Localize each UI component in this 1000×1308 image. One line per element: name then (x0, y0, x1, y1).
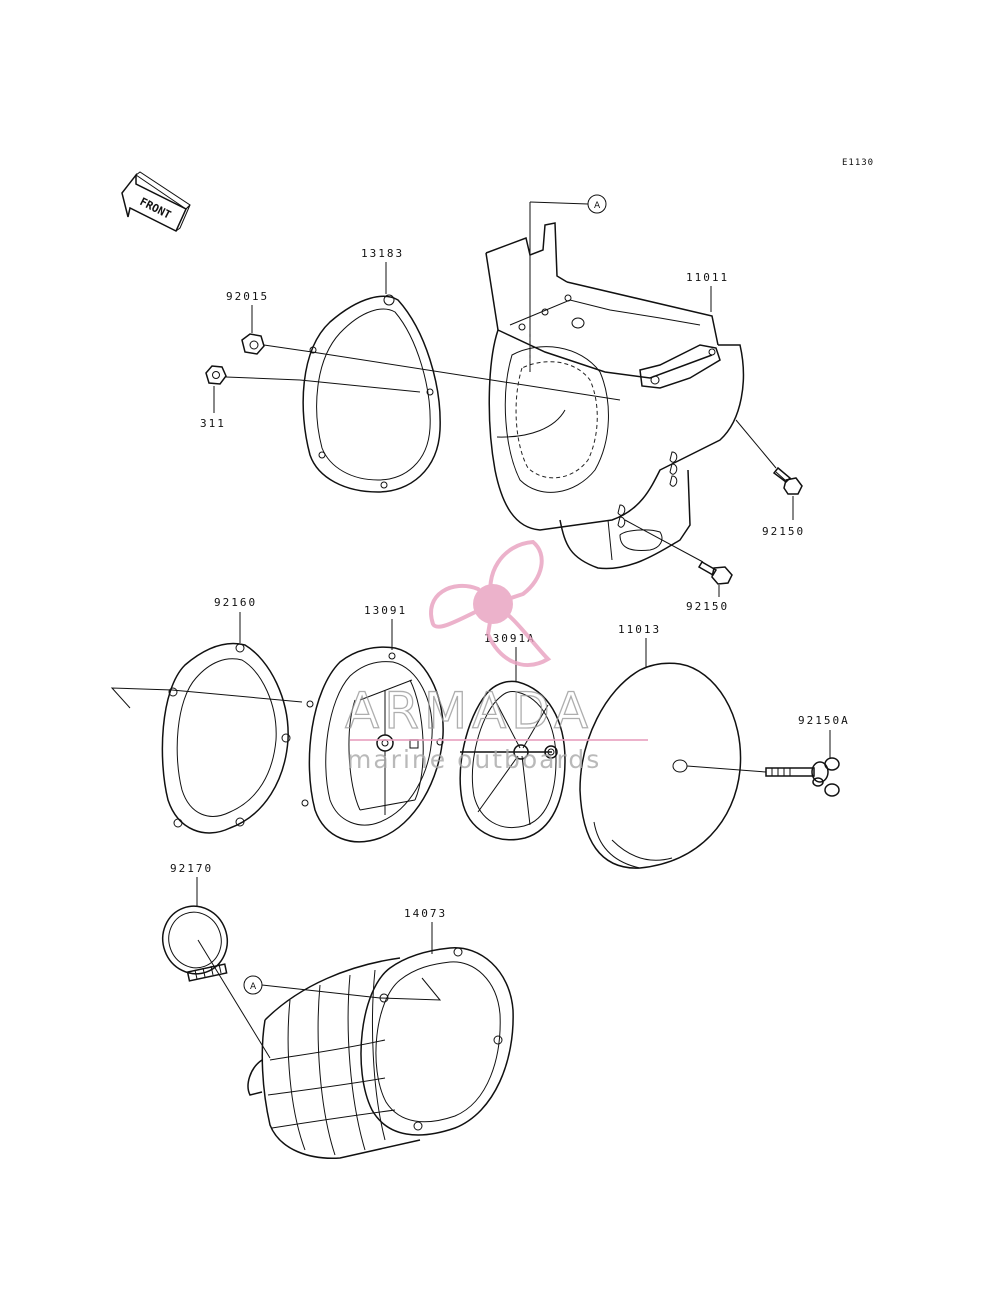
label-11013: 11013 (618, 623, 661, 636)
part-14073-intake-duct (247, 947, 514, 1159)
label-92160: 92160 (214, 596, 257, 609)
callout-a-top-label: A (594, 201, 601, 211)
label-14073: 14073 (404, 907, 447, 920)
watermark: ARMADA marine outboards (344, 539, 648, 774)
callout-a-bottom: A (243, 975, 442, 1001)
part-92150a-wing-bolt (686, 757, 840, 797)
part-13183-gasket (302, 294, 441, 493)
label-92150-upper: 92150 (762, 525, 805, 538)
front-arrow-icon: FRONT (121, 171, 191, 233)
label-92150-lower: 92150 (686, 600, 729, 613)
part-92150-upper-bolt (772, 466, 803, 495)
label-92170: 92170 (170, 862, 213, 875)
part-13091-holder (301, 646, 444, 843)
label-92150A: 92150A (798, 714, 850, 727)
part-92015-nut (241, 333, 265, 355)
reference-code: E1130 (842, 158, 874, 168)
label-13091: 13091 (364, 604, 407, 617)
label-13091A: 13091A (484, 632, 536, 645)
label-92015: 92015 (226, 290, 269, 303)
front-label: FRONT (138, 195, 174, 222)
part-92160-gasket (161, 642, 291, 834)
watermark-brand: ARMADA (345, 682, 593, 740)
label-311: 311 (200, 417, 226, 430)
propeller-logo-icon (429, 539, 552, 667)
part-311-nut (205, 365, 227, 385)
part-92170-clamp (162, 905, 228, 982)
label-13183: 13183 (361, 247, 404, 260)
watermark-tagline: marine outboards (347, 745, 601, 774)
part-11013-filter-element (579, 662, 742, 869)
part-11011-airbox (485, 222, 745, 570)
label-11011: 11011 (686, 271, 729, 284)
callout-a-top: A (529, 194, 607, 372)
part-92150-lower-bolt (697, 560, 733, 585)
callout-a-bottom-label: A (250, 982, 257, 992)
